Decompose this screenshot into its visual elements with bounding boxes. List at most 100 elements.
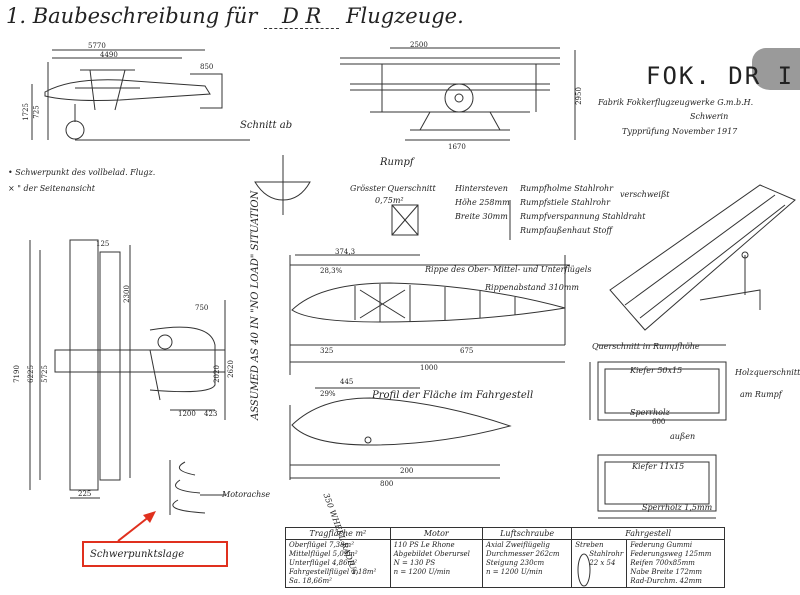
spec-cell: Axial Zweiflügelig xyxy=(485,541,550,549)
spec-cell: Steigung 230cm xyxy=(485,559,545,567)
approval-date: Typprüfung November 1917 xyxy=(622,127,738,136)
spec-col-luftschraube: Axial Zweiflügelig Durchmesser 262cm Ste… xyxy=(481,539,573,588)
note-assumed: ASSUMED AS 40 IN "NO LOAD" SITUATION xyxy=(250,190,261,420)
label-hoehe: Höhe 258mm xyxy=(455,198,510,207)
model-stamp: FOK. DR I xyxy=(646,62,795,90)
spec-header-tragflaeche: Tragfläche m² xyxy=(285,527,391,540)
spec-cell: Oberflügel 7,38m² xyxy=(289,541,355,549)
spec-cell: Durchmesser 262cm xyxy=(485,550,560,558)
label-kiefer-1: Kiefer 50x15 xyxy=(630,366,683,375)
dim-2950: 2950 xyxy=(574,87,583,105)
spec-cell: Fahrgestellflügel 1,18m² xyxy=(289,568,377,576)
spec-cell: N = 130 PS xyxy=(393,559,436,567)
page-title: 1. Baubeschreibung für D R Flugzeuge. xyxy=(6,4,464,29)
label-verschweisst: verschweißt xyxy=(620,190,670,199)
isometric-wing xyxy=(609,184,796,331)
label-am-rumpf: am Rumpf xyxy=(740,390,782,399)
dim-750: 750 xyxy=(195,304,209,312)
dim-423: 423 xyxy=(204,410,218,418)
ink-stamp xyxy=(752,48,800,90)
side-view xyxy=(31,49,250,141)
dim-2300: 2300 xyxy=(122,285,131,303)
label-querschnitt: Querschnitt in Rumpfhöhe xyxy=(592,342,700,351)
cg-callout-box: Schwerpunktslage xyxy=(82,541,228,567)
spec-cell: Federung Gummi xyxy=(630,541,693,549)
dim-length-1: 5770 xyxy=(88,42,106,50)
title-prefix: 1. Baubeschreibung für xyxy=(6,4,258,28)
legend-cg-side: × " der Seitenansicht xyxy=(8,184,95,193)
dim-125: 125 xyxy=(96,240,110,248)
label-rumpfholme: Rumpfholme Stahlrohr xyxy=(520,184,614,193)
dim-2500: 2500 xyxy=(410,41,428,49)
legend-cg-full: • Schwerpunkt des vollbelad. Flugz. xyxy=(8,168,156,177)
dim-prof-445: 445 xyxy=(340,378,354,386)
dim-prof-200: 200 xyxy=(400,467,414,475)
dim-rib-325: 325 xyxy=(320,347,334,355)
spec-cell: Rad-Durchm. 42mm xyxy=(630,577,702,585)
label-kiefer-2: Kiefer 11x15 xyxy=(632,462,685,471)
type-code: D R xyxy=(263,4,340,29)
label-sperrholz-1: Sperrholz xyxy=(630,408,670,417)
spec-cell: n = 1200 U/min xyxy=(393,568,451,576)
spec-cell: Sa. 18,66m² xyxy=(289,577,332,585)
spec-col-tragflaeche: Oberflügel 7,38m² Mittelflügel 5,09m² Un… xyxy=(285,539,391,588)
spec-cell: Streben xyxy=(575,541,604,549)
cross-section-boxes xyxy=(589,344,727,519)
dim-850: 850 xyxy=(200,63,214,71)
spec-header-luftschraube: Luftschraube xyxy=(481,527,573,540)
dim-225: 225 xyxy=(78,490,92,498)
dim-prof-pct: 29% xyxy=(320,390,336,398)
label-rumpfverspannung: Rumpfverspannung Stahldraht xyxy=(520,212,646,221)
dim-725: 725 xyxy=(32,105,41,119)
dim-rib-374: 374,3 xyxy=(335,248,356,256)
maker-line-1: Fabrik Fokkerflugzeugwerke G.m.b.H. xyxy=(598,98,754,107)
rib-profile xyxy=(289,254,570,375)
spec-cell: 22 x 54 xyxy=(589,559,616,567)
dim-2020: 2020 xyxy=(212,365,221,383)
spec-cell: Stahlrohr xyxy=(589,550,624,558)
spec-cell: Reifen 700x85mm xyxy=(630,559,695,567)
spec-col-fahrgestell-b: Federung Gummi Federungsweg 125mm Reifen… xyxy=(626,539,725,588)
spec-cell: n = 1200 U/min xyxy=(485,568,543,576)
dim-1200: 1200 xyxy=(178,410,196,418)
spec-cell: Federungsweg 125mm xyxy=(630,550,712,558)
dim-rib-pct: 28,3% xyxy=(320,267,343,275)
spec-body-row: Oberflügel 7,38m² Mittelflügel 5,09m² Un… xyxy=(285,539,725,588)
spec-cell: Unterflügel 4,86m² xyxy=(289,559,358,567)
dim-span: 7190 xyxy=(12,365,21,383)
dim-600: 600 xyxy=(652,418,666,426)
label-sperrholz-2: Sperrholz 1,5mm xyxy=(642,503,713,512)
callout-arrow xyxy=(117,511,156,542)
label-schnitt-ab: Schnitt ab xyxy=(240,120,293,131)
dim-prof-800: 800 xyxy=(380,480,394,488)
spec-col-motor: 110 PS Le Rhone Abgebildet Oberursel N =… xyxy=(389,539,483,588)
dim-rib-1000: 1000 xyxy=(420,364,438,372)
spec-col-fahrgestell-a: Streben Stahlrohr 22 x 54 xyxy=(571,539,628,588)
label-rumpfaussenhaut: Rumpfaußenhaut Stoff xyxy=(520,226,613,235)
axle-wing-profile xyxy=(289,387,512,480)
label-rippe: Rippe des Ober- Mittel- und Unterflügels xyxy=(425,265,592,274)
dim-rib-675: 675 xyxy=(460,347,474,355)
dim-length-2: 4490 xyxy=(100,51,118,59)
label-rumpfstiele: Rumpfstiele Stahlrohr xyxy=(520,198,611,207)
label-breite: Breite 30mm xyxy=(455,212,508,221)
label-rumpf: Rumpf xyxy=(380,157,414,168)
label-profil: Profil der Fläche im Fahrgestell xyxy=(372,390,534,401)
spec-table: Tragfläche m² Motor Luftschraube Fahrges… xyxy=(285,527,725,588)
spec-header-motor: Motor xyxy=(389,527,483,540)
fuselage-section xyxy=(254,155,311,215)
label-motorachse: Motorachse xyxy=(222,490,271,499)
spec-header-row: Tragfläche m² Motor Luftschraube Fahrges… xyxy=(285,527,725,540)
dim-1670: 1670 xyxy=(448,143,466,151)
spec-cell: 110 PS Le Rhone xyxy=(393,541,455,549)
cg-sketch xyxy=(169,460,225,515)
maker-line-2: Schwerin xyxy=(690,112,729,121)
label-aussen: außen xyxy=(670,432,696,441)
label-largest-section: Grösster Querschnitt xyxy=(350,184,436,193)
spec-cell: Mittelflügel 5,09m² xyxy=(289,550,358,558)
dim-2620: 2620 xyxy=(226,360,235,378)
label-holzquerschnitt: Holzquerschnitt xyxy=(735,368,800,377)
label-rippenabstand: Rippenabstand 310mm xyxy=(485,283,579,292)
dim-1725: 1725 xyxy=(21,103,30,121)
cg-callout-label: Schwerpunktslage xyxy=(90,549,185,560)
